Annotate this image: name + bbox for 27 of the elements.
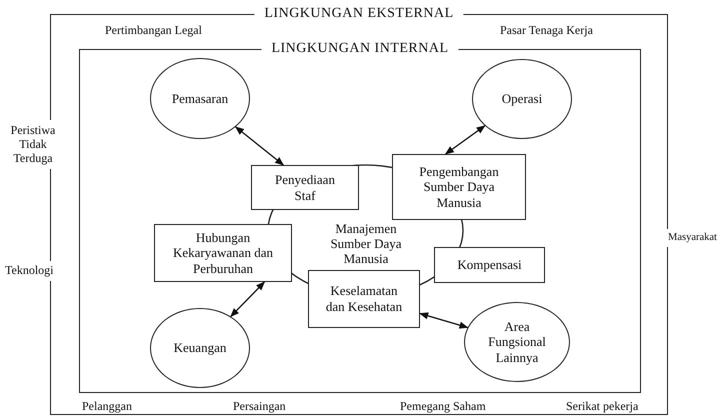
node-label: Pemasaran bbox=[172, 90, 228, 106]
factor-label: Pasar Tenaga Kerja bbox=[500, 24, 593, 38]
node-label: Kompensasi bbox=[457, 257, 522, 273]
process-box bbox=[154, 224, 292, 282]
factor-label: Masyarakat bbox=[667, 229, 718, 248]
factor-label: Persaingan bbox=[233, 400, 286, 414]
node-label: Penyediaan Staf bbox=[274, 172, 336, 204]
double-arrow bbox=[234, 126, 284, 166]
node-label: Operasi bbox=[502, 91, 542, 107]
node-label: Keselamatan dan Kesehatan bbox=[325, 283, 403, 315]
node-label: Pengembangan Sumber Daya Manusia bbox=[418, 164, 500, 210]
factor-label: Pertimbangan Legal bbox=[105, 24, 202, 38]
factor-label: Serikat pekerja bbox=[566, 400, 638, 414]
double-arrow bbox=[230, 281, 266, 318]
node-label: Hubungan Kekaryawanan dan Perburuhan bbox=[172, 230, 274, 276]
process-box bbox=[434, 247, 545, 283]
node-label: Keuangan bbox=[174, 340, 226, 356]
factor-label: Pemegang Saham bbox=[400, 400, 486, 414]
double-arrow bbox=[444, 125, 486, 155]
process-box bbox=[251, 165, 359, 210]
double-arrow bbox=[419, 312, 468, 329]
process-box bbox=[392, 154, 526, 220]
factor-label: Teknologi bbox=[4, 261, 54, 281]
node-label: Area Fungsional Lainnya bbox=[487, 318, 547, 366]
factor-label: Pelanggan bbox=[82, 400, 132, 414]
node-label: Manajemen Sumber Daya Manusia bbox=[329, 222, 403, 267]
process-box bbox=[308, 270, 420, 328]
